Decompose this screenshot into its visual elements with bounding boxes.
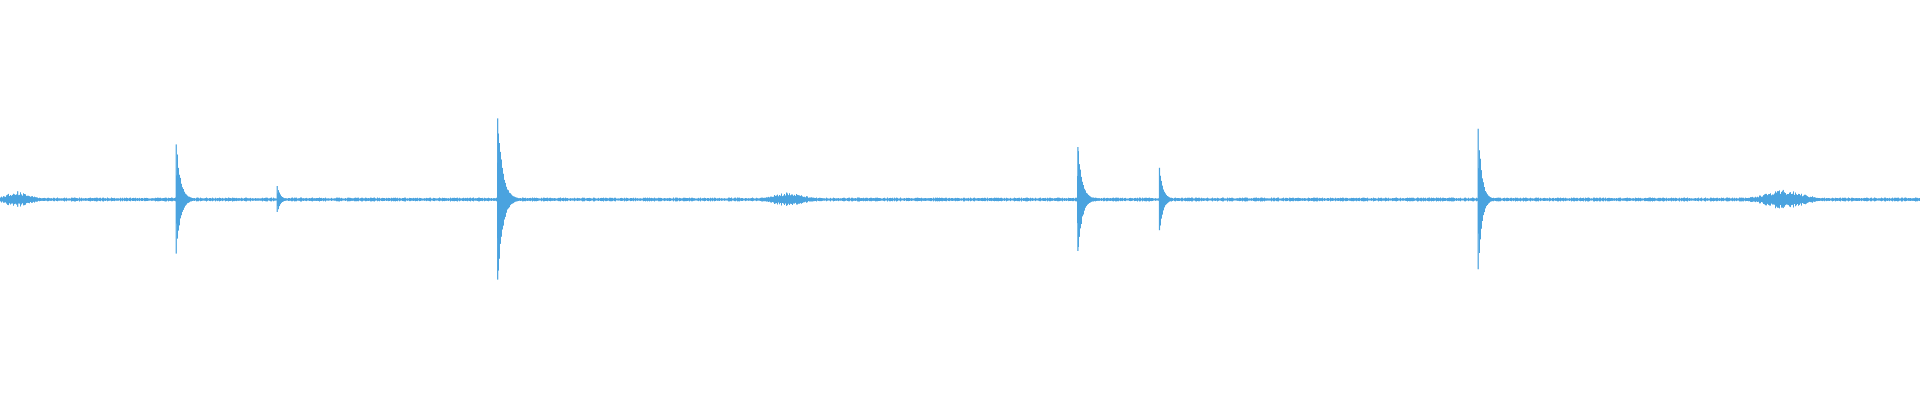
waveform-samples: [0, 118, 1920, 280]
waveform-path: [0, 133, 1920, 271]
